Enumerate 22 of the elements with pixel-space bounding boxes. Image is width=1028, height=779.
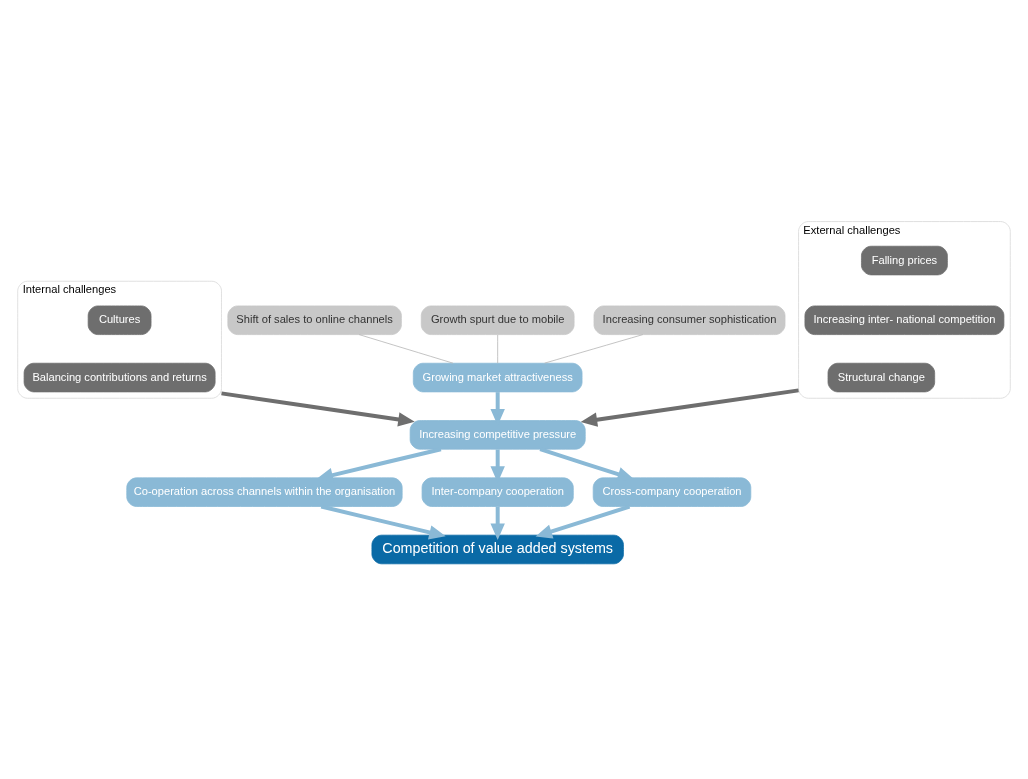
arrow [535, 504, 631, 539]
arrow [320, 504, 446, 540]
connector [358, 334, 454, 364]
arrow [490, 506, 505, 541]
node-box: Increasing consumer sophistication [593, 305, 786, 335]
arrow [580, 388, 799, 427]
node-box: Cultures [87, 305, 152, 335]
node-box: Structural change [827, 362, 936, 393]
node-box: Balancing contributions and returns [23, 362, 216, 393]
node-box: Increasing inter- national competition [804, 305, 1005, 335]
node-box: Inter-company cooperation [421, 477, 574, 507]
node-box: Growth spurt due to mobile [420, 305, 575, 335]
node-box: Cross-company cooperation [592, 477, 752, 507]
connector [544, 334, 644, 364]
node-box: Co-operation across channels within the organisation [126, 477, 403, 507]
node-box: Competition of value added systems [371, 534, 624, 565]
node-box: Increasing competitive pressure [409, 420, 586, 450]
connector [497, 334, 499, 364]
node-box: Growing market attractiveness [412, 362, 583, 393]
node-box: Falling prices [861, 245, 948, 276]
arrow [221, 391, 415, 427]
node-box: Shift of sales to online channels [227, 305, 402, 335]
